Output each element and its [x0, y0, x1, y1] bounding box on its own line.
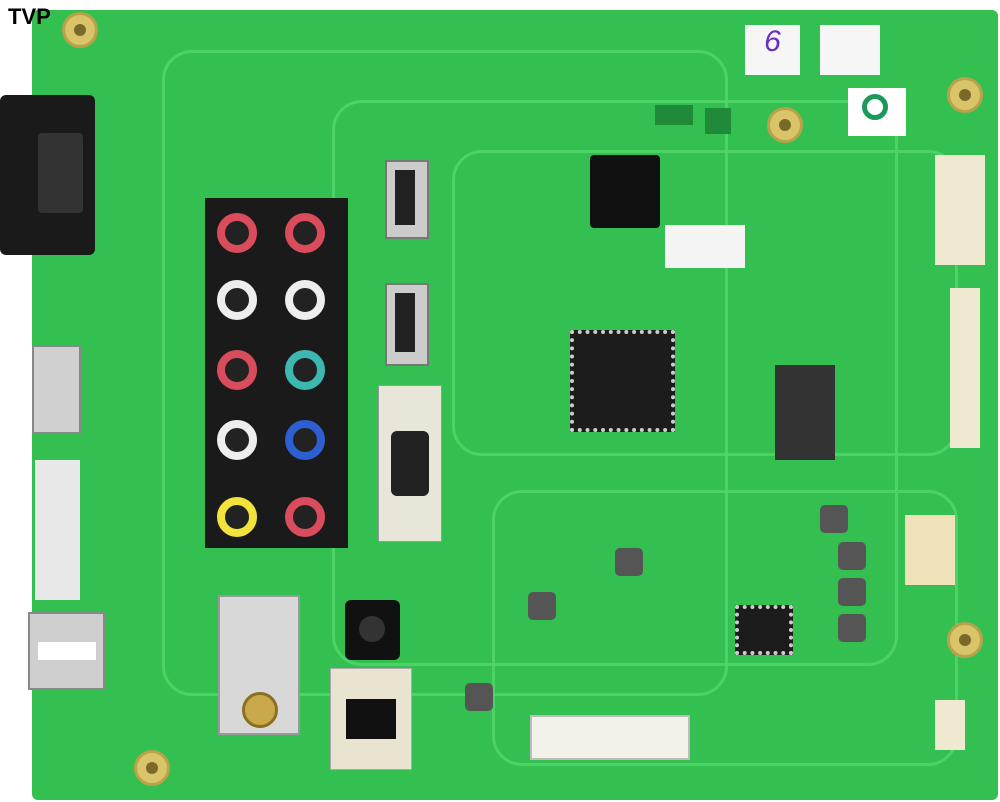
watermark: TVP: [8, 4, 51, 29]
logo-sticker: [848, 88, 906, 136]
trace: [452, 150, 958, 456]
rca-jack: [285, 350, 325, 390]
rca-jack: [285, 420, 325, 460]
barcode-label: [665, 225, 745, 268]
label-sticker: [35, 460, 80, 600]
inductor: [465, 683, 493, 711]
inductor: [838, 578, 866, 606]
hdmi-port-2: [385, 283, 429, 366]
sticker-label: [820, 25, 880, 75]
ethernet-port: [330, 668, 412, 770]
rca-jack: [217, 420, 257, 460]
component: [705, 108, 731, 134]
inductor: [528, 592, 556, 620]
rca-jack: [285, 497, 325, 537]
mounting-hole: [947, 622, 983, 658]
headphone-jack: [345, 600, 400, 660]
tuner-module: [218, 595, 300, 735]
rca-jack: [217, 280, 257, 320]
rca-jack-block: [205, 198, 348, 548]
mounting-hole: [62, 12, 98, 48]
optical-audio-port: [590, 155, 660, 228]
rca-jack: [285, 213, 325, 253]
memory-chip: [775, 365, 835, 460]
inductor: [615, 548, 643, 576]
usb-port: [28, 612, 105, 690]
main-processor-chip: [570, 330, 675, 432]
rca-jack: [217, 350, 257, 390]
power-connector: [905, 515, 955, 585]
component: [655, 105, 693, 125]
small-ic-chip: [735, 605, 793, 655]
inductor: [838, 614, 866, 642]
rca-jack: [217, 497, 257, 537]
vga-port: [378, 385, 442, 542]
sticker-label: 6: [745, 25, 800, 75]
small-connector: [935, 700, 965, 750]
lvds-connector: [950, 288, 980, 448]
rca-jack: [285, 280, 325, 320]
mounting-hole: [947, 77, 983, 113]
circuit-board: [32, 10, 998, 800]
inductor: [820, 505, 848, 533]
trace: [162, 50, 728, 696]
bottom-connector: [530, 715, 690, 760]
hdmi-port-1: [385, 160, 429, 239]
mounting-hole: [134, 750, 170, 786]
vga-dsub-port: [0, 95, 95, 255]
rca-jack: [217, 213, 257, 253]
ribbon-connector: [935, 155, 985, 265]
mounting-hole: [767, 107, 803, 143]
inductor: [838, 542, 866, 570]
hdmi-side-port: [32, 345, 81, 434]
